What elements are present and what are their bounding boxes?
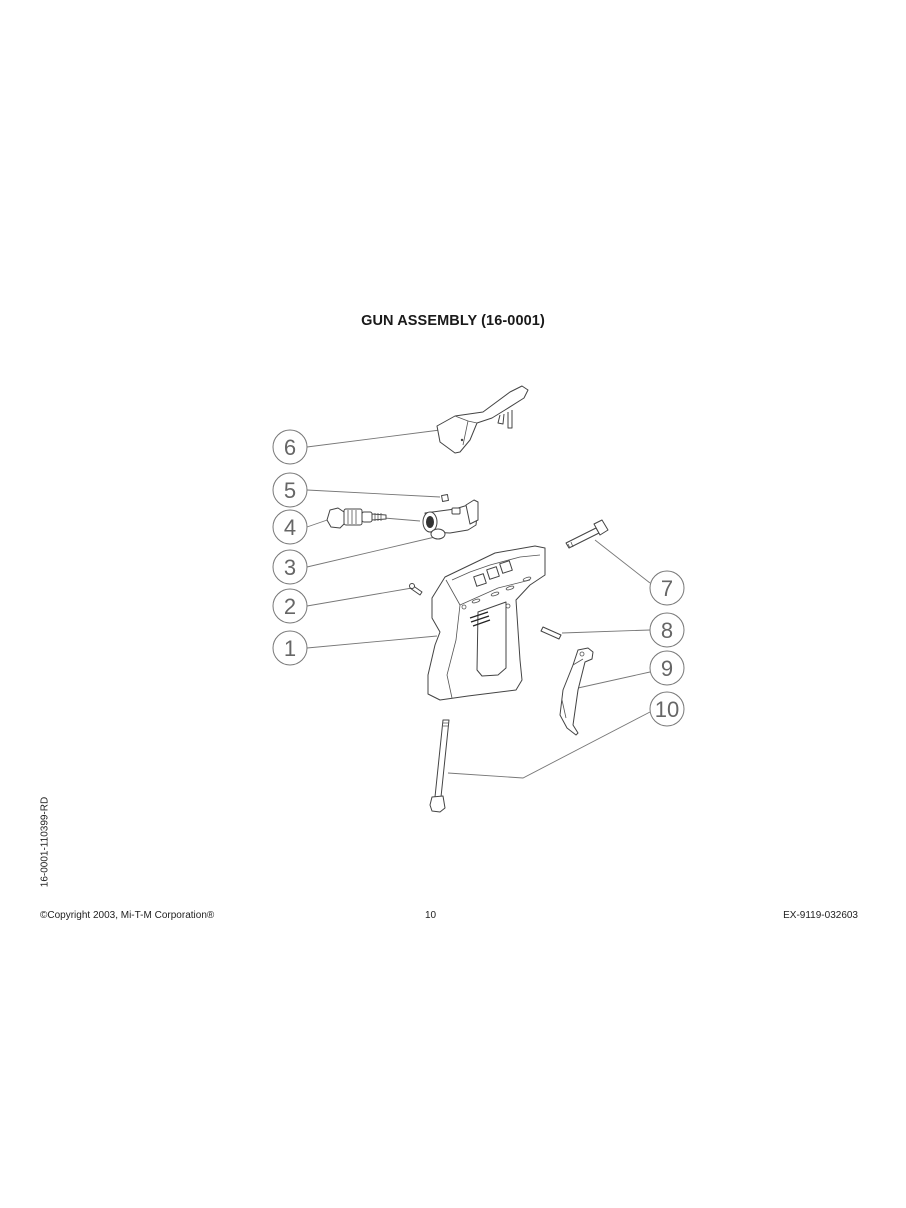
- callout-7: 7: [649, 570, 685, 606]
- svg-text:10: 10: [655, 697, 679, 722]
- callout-4: 4: [272, 509, 308, 545]
- svg-text:1: 1: [284, 636, 296, 661]
- part-4-valve-stem: [326, 507, 387, 529]
- svg-text:4: 4: [284, 515, 296, 540]
- part-6-cover: [436, 385, 529, 454]
- callout-6: 6: [272, 429, 308, 465]
- footer-doc-code: EX-9119-032603: [783, 910, 858, 921]
- svg-text:5: 5: [284, 478, 296, 503]
- callout-1: 1: [272, 630, 308, 666]
- svg-text:3: 3: [284, 555, 296, 580]
- callout-9: 9: [649, 650, 685, 686]
- svg-text:7: 7: [661, 576, 673, 601]
- part-2-screw: [409, 583, 423, 596]
- callout-8: 8: [649, 612, 685, 648]
- part-9-trigger: [559, 647, 594, 736]
- svg-text:8: 8: [661, 618, 673, 643]
- footer-page-number: 10: [425, 910, 437, 921]
- part-5-set-screw: [441, 494, 449, 502]
- callout-3: 3: [272, 549, 308, 585]
- callout-5: 5: [272, 472, 308, 508]
- drawing-code: 16-0001-110399-RD: [39, 796, 51, 888]
- part-1-gun-body: [427, 545, 546, 701]
- part-3-valve-body: [422, 499, 479, 540]
- svg-text:6: 6: [284, 435, 296, 460]
- part-8-pin: [540, 626, 562, 640]
- callout-10: 10: [649, 691, 685, 727]
- page-title: GUN ASSEMBLY (16-0001): [361, 313, 545, 329]
- svg-text:2: 2: [284, 594, 296, 619]
- leader-lines: [306, 429, 651, 779]
- svg-text:9: 9: [661, 656, 673, 681]
- part-10-inlet-tube: [429, 719, 450, 813]
- callout-2: 2: [272, 588, 308, 624]
- footer-copyright: ©Copyright 2003, Mi-T-M Corporation®: [40, 910, 215, 921]
- part-7-outlet-nipple: [565, 519, 609, 549]
